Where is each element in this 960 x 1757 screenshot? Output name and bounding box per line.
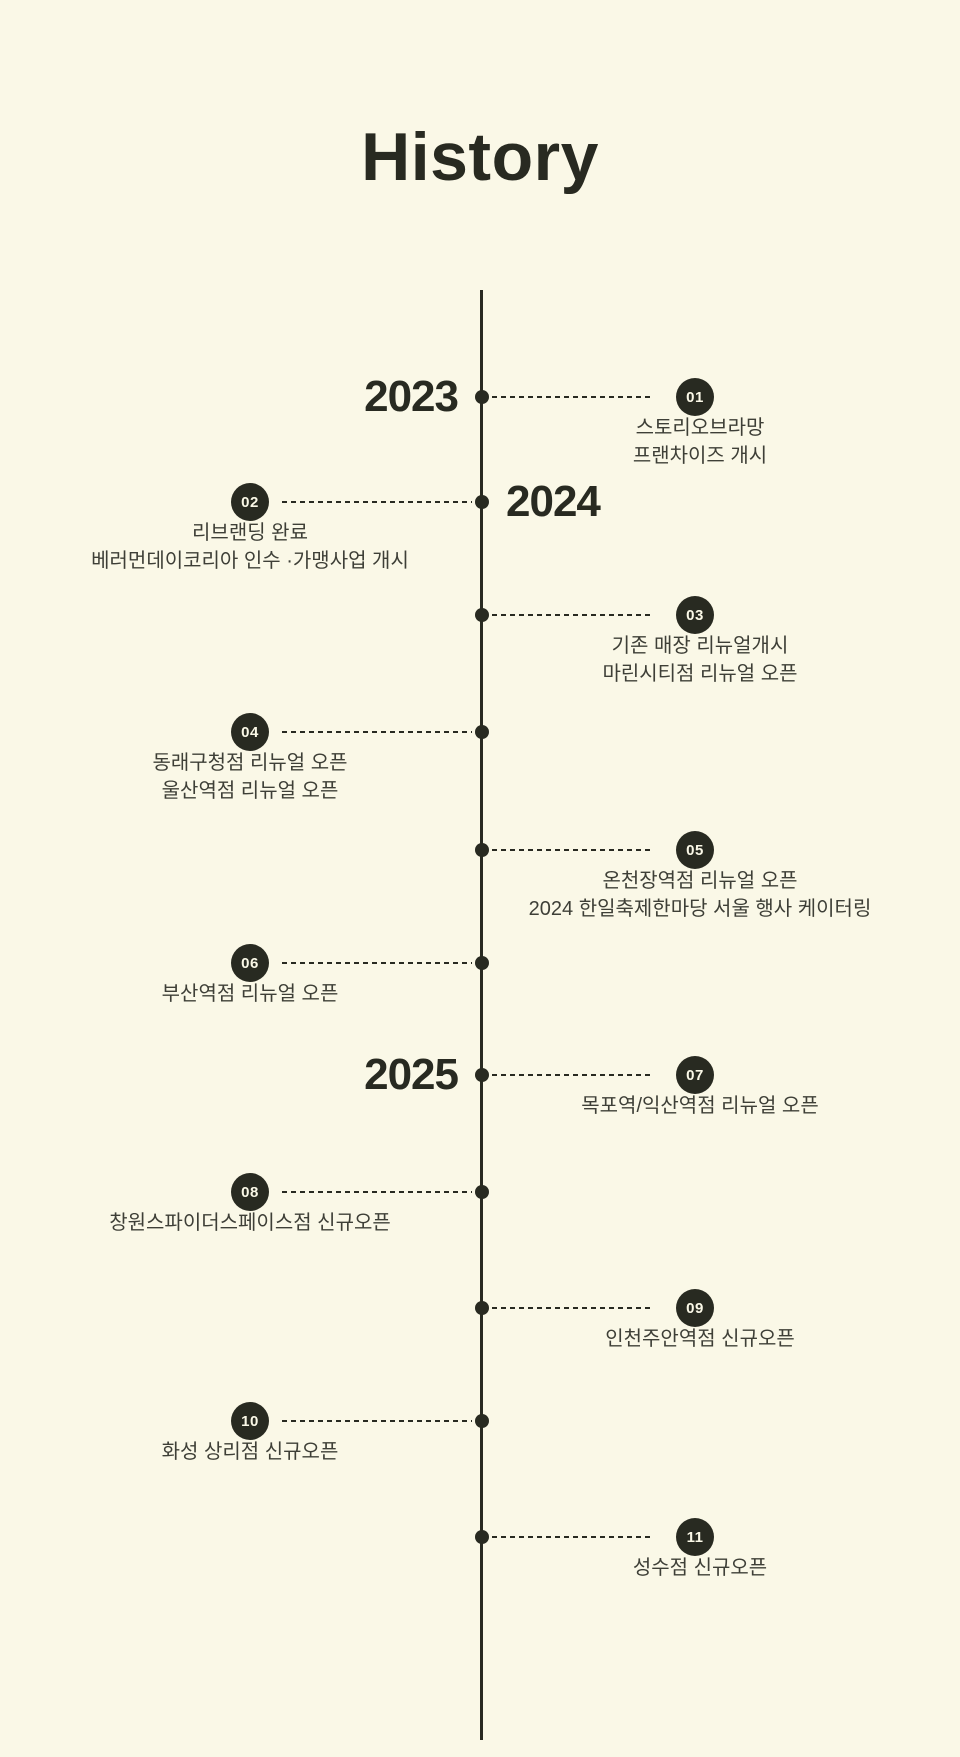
entry-line: 스토리오브라망 (635, 417, 765, 439)
entry-number-badge: 05 (676, 831, 714, 869)
entry-description: 스토리오브라망 프랜차이즈 개시 (445, 414, 955, 470)
dashed-connector (282, 1420, 472, 1422)
dashed-connector (492, 396, 654, 398)
entry-line: 리브랜딩 완료 (192, 522, 308, 544)
entry-description: 부산역점 리뉴얼 오픈 (0, 980, 505, 1008)
entry-description: 창원스파이더스페이스점 신규오픈 (0, 1209, 505, 1237)
entry-line: 베러먼데이코리아 인수 ·가맹사업 개시 (91, 550, 409, 572)
entry-description: 리브랜딩 완료 베러먼데이코리아 인수 ·가맹사업 개시 (0, 519, 505, 575)
entry-line: 목포역/익산역점 리뉴얼 오픈 (581, 1095, 819, 1117)
entry-description: 기존 매장 리뉴얼개시 마린시티점 리뉴얼 오픈 (445, 632, 955, 688)
dashed-connector (492, 1536, 654, 1538)
dashed-connector (492, 1074, 654, 1076)
entry-line: 기존 매장 리뉴얼개시 (611, 635, 789, 657)
entry-number-badge: 07 (676, 1056, 714, 1094)
dashed-connector (282, 731, 472, 733)
timeline-dot (475, 1185, 489, 1199)
timeline-dot (475, 1530, 489, 1544)
entry-description: 성수점 신규오픈 (445, 1554, 955, 1582)
timeline-dot (475, 1301, 489, 1315)
dashed-connector (492, 849, 654, 851)
timeline-dot (475, 1068, 489, 1082)
entry-line: 울산역점 리뉴얼 오픈 (161, 780, 339, 802)
entry-description: 화성 상리점 신규오픈 (0, 1438, 505, 1466)
page-title: History (361, 119, 599, 195)
entry-number-badge: 10 (231, 1402, 269, 1440)
entry-line: 마린시티점 리뉴얼 오픈 (602, 663, 798, 685)
entry-line: 부산역점 리뉴얼 오픈 (161, 983, 339, 1005)
timeline-dot (475, 725, 489, 739)
timeline-dot (475, 495, 489, 509)
year-label-2023: 2023 (364, 372, 459, 421)
entry-number-badge: 06 (231, 944, 269, 982)
entry-line: 동래구청점 리뉴얼 오픈 (152, 752, 348, 774)
entry-line: 온천장역점 리뉴얼 오픈 (602, 870, 798, 892)
entry-line: 창원스파이더스페이스점 신규오픈 (109, 1212, 391, 1234)
timeline-dot (475, 390, 489, 404)
entry-number-badge: 08 (231, 1173, 269, 1211)
entry-line: 프랜차이즈 개시 (632, 445, 768, 467)
dashed-connector (492, 614, 654, 616)
entry-line: 인천주안역점 신규오픈 (605, 1328, 795, 1350)
entry-description: 동래구청점 리뉴얼 오픈 울산역점 리뉴얼 오픈 (0, 749, 505, 805)
dashed-connector (492, 1307, 654, 1309)
timeline-dot (475, 843, 489, 857)
entry-description: 온천장역점 리뉴얼 오픈 2024 한일축제한마당 서울 행사 케이터링 (445, 867, 955, 923)
dashed-connector (282, 1191, 472, 1193)
entry-line: 성수점 신규오픈 (632, 1557, 768, 1579)
entry-line: 2024 한일축제한마당 서울 행사 케이터링 (528, 898, 872, 920)
entry-description: 목포역/익산역점 리뉴얼 오픈 (445, 1092, 955, 1120)
timeline-dot (475, 956, 489, 970)
entry-number-badge: 01 (676, 378, 714, 416)
timeline-dot (475, 608, 489, 622)
entry-line: 화성 상리점 신규오픈 (161, 1441, 339, 1463)
entry-description: 인천주안역점 신규오픈 (445, 1325, 955, 1353)
year-label-2025: 2025 (364, 1050, 459, 1099)
entry-number-badge: 11 (676, 1518, 714, 1556)
entry-number-badge: 02 (231, 483, 269, 521)
timeline-axis (480, 290, 483, 1740)
dashed-connector (282, 962, 472, 964)
year-label-2024: 2024 (506, 477, 601, 526)
entry-number-badge: 09 (676, 1289, 714, 1327)
entry-number-badge: 04 (231, 713, 269, 751)
timeline-dot (475, 1414, 489, 1428)
dashed-connector (282, 501, 472, 503)
entry-number-badge: 03 (676, 596, 714, 634)
